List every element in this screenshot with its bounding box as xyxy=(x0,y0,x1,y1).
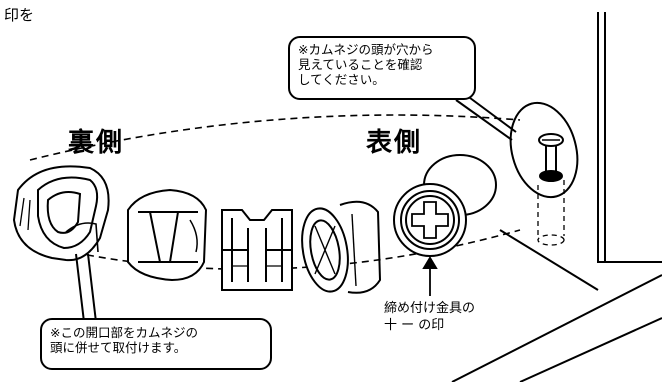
cam-front-view xyxy=(393,154,497,257)
cam-back-view xyxy=(12,165,110,262)
opening-callout: ※この開口部をカムネジの 頭に併せて取付けます。 xyxy=(40,318,272,370)
front-side-label: 表側 xyxy=(366,128,423,158)
cam-frame-view xyxy=(221,209,293,291)
fitting-label-line1: 締め付け金具の xyxy=(384,301,476,316)
upper-dashed-arc xyxy=(29,114,521,161)
fitting-label-line2: 十 ー の印 xyxy=(384,318,445,333)
fitting-pointer-arrow xyxy=(422,256,438,269)
cabinet-panel xyxy=(451,12,662,382)
bottom-callout-pointer xyxy=(75,253,97,323)
screw-hole-view xyxy=(509,101,579,246)
callout-line: 頭に併せて取付けます。 xyxy=(50,340,187,355)
callout-line: ※この開口部をカムネジの xyxy=(50,325,198,340)
cam-side-view xyxy=(127,188,208,282)
cam-angled-view xyxy=(301,200,382,294)
screw-head-callout: ※カムネジの頭が穴から 見えていることを確認 してください。 xyxy=(288,36,476,100)
fitting-mark-label: 締め付け金具の 十 ー の印 xyxy=(384,300,475,334)
lower-dashed-arc xyxy=(39,229,521,270)
header-text: 印を xyxy=(4,6,35,24)
back-side-label: 裏側 xyxy=(68,128,125,158)
callout-line: ※カムネジの頭が穴から xyxy=(298,42,434,57)
callout-line: 見えていることを確認 xyxy=(298,57,423,72)
callout-line: してください。 xyxy=(298,72,385,87)
top-callout-pointer xyxy=(455,91,517,141)
